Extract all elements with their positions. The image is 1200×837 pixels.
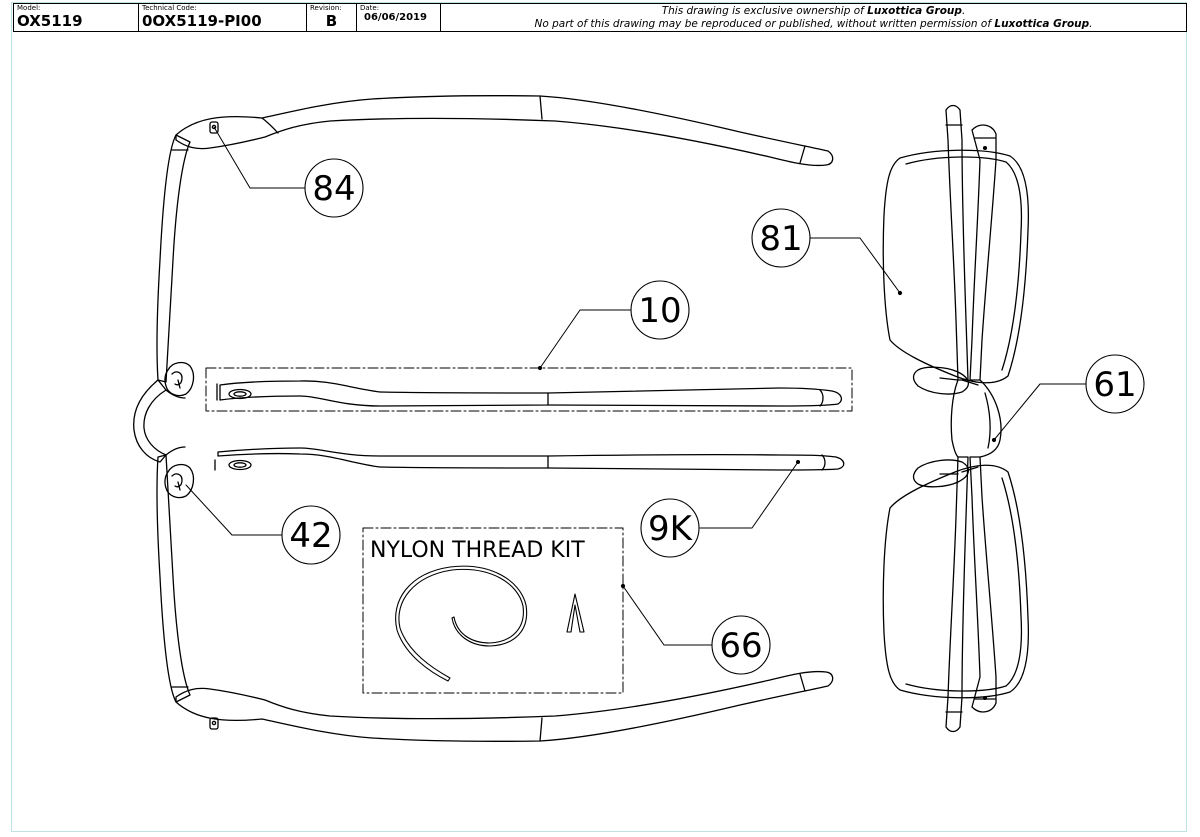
frame-front-view	[882, 104, 1030, 733]
temple-assembly-10	[205, 367, 853, 412]
model-value: OX5119	[17, 12, 83, 30]
front-bridge	[950, 379, 1002, 458]
callout-61: 61	[1085, 354, 1145, 414]
technical-code-value: 0OX5119-PI00	[142, 12, 262, 30]
date-value: 06/06/2019	[364, 12, 427, 23]
rivet-lower	[209, 717, 219, 730]
model-cell: Model: OX5119	[14, 4, 139, 31]
nose-pad-upper	[164, 361, 195, 397]
technical-code-cell: Technical Code: 0OX5119-PI00	[139, 4, 307, 31]
revision-caption: Revision:	[310, 4, 342, 12]
callout-84: 84	[304, 158, 364, 218]
front-rim-lower	[156, 454, 191, 703]
callout-61-label: 61	[1093, 365, 1136, 405]
kit-title: NYLON THREAD KIT	[370, 538, 585, 563]
nose-pad-lower	[164, 463, 195, 499]
title-block: Model: OX5119 Technical Code: 0OX5119-PI…	[13, 3, 1187, 32]
frame-top-view	[133, 94, 834, 743]
reproduction-line: No part of this drawing may be reproduce…	[534, 18, 1093, 30]
logo-ellipse-9k	[228, 459, 252, 471]
callout-42-label: 42	[289, 516, 332, 556]
leader-61	[993, 383, 1088, 441]
leader-84	[213, 126, 309, 189]
logo-ellipse-10	[228, 388, 252, 400]
vertical-rim-right	[969, 124, 997, 381]
leader-9k	[699, 461, 799, 529]
ownership-line: This drawing is exclusive ownership of L…	[661, 5, 966, 17]
callout-81: 81	[751, 208, 811, 268]
front-rim-upper	[156, 134, 191, 383]
callout-66: 66	[711, 615, 771, 675]
temple-10-box	[205, 367, 853, 412]
leader-42	[185, 484, 285, 536]
front-nose-pad-lower	[912, 459, 979, 488]
date-cell: Date: 06/06/2019	[357, 4, 441, 31]
callout-42: 42	[281, 505, 341, 565]
revision-cell: Revision: B	[307, 4, 357, 31]
thread-tool	[566, 593, 585, 633]
temple-9k	[214, 447, 845, 471]
leader-81	[809, 237, 901, 294]
vertical-rim-left	[945, 104, 969, 381]
lens-81	[882, 149, 1030, 384]
callout-66-label: 66	[719, 626, 762, 666]
callout-84-label: 84	[312, 169, 355, 209]
callout-9k-label: 9K	[648, 509, 694, 549]
technical-code-caption: Technical Code:	[142, 4, 197, 12]
front-nose-pad-upper	[912, 366, 979, 395]
nylon-thread	[395, 565, 528, 682]
vertical-rim-right-lower	[969, 456, 997, 713]
callout-10: 10	[630, 280, 690, 340]
lower-temple	[175, 670, 834, 743]
leader-66	[622, 585, 713, 646]
ownership-notice: This drawing is exclusive ownership of L…	[441, 4, 1186, 31]
rivet-84	[209, 121, 219, 134]
kit-box	[362, 527, 624, 694]
upper-temple	[175, 94, 834, 167]
revision-value: B	[325, 12, 338, 30]
callout-81-label: 81	[759, 219, 802, 259]
bridge	[133, 379, 167, 463]
date-caption: Date:	[360, 4, 380, 12]
callout-bubbles: 84 81 10 61 42 9K	[281, 158, 1145, 675]
callout-9k: 9K	[640, 498, 700, 558]
callout-10-label: 10	[638, 291, 681, 331]
model-caption: Model:	[17, 4, 41, 12]
sheet-border	[11, 2, 1187, 832]
nylon-thread-kit: NYLON THREAD KIT	[362, 527, 624, 694]
leader-10	[539, 309, 633, 369]
lens-lower	[882, 464, 1030, 699]
vertical-rim-left-lower	[945, 456, 969, 733]
leader-lines	[185, 126, 1088, 646]
